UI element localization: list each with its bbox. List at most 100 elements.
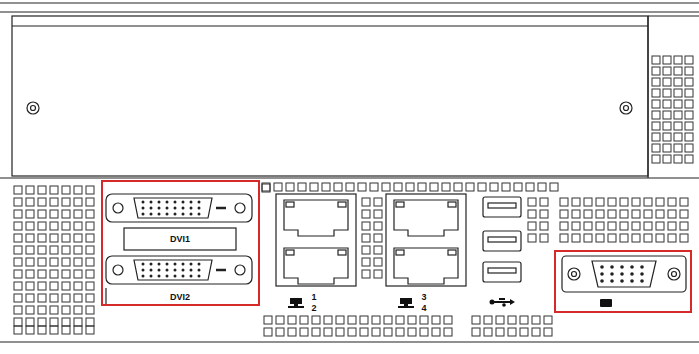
vent-hole [644,222,652,230]
vent-hole [26,270,34,278]
vent-hole [572,210,580,218]
vent-hole [14,270,22,278]
pin [620,265,624,269]
vent-hole [86,198,94,206]
vent-hole [26,210,34,218]
pin [158,269,161,272]
vent-hole [50,326,58,334]
vent-hole [540,222,548,230]
pin [190,275,193,278]
vent-hole [540,198,548,206]
pin [620,272,624,276]
vent-hole [384,328,392,336]
vent-hole [362,246,370,254]
vent-hole [362,210,370,218]
vent-hole [372,316,380,324]
pin [142,263,145,266]
vent-hole [652,56,660,64]
vent-hole [644,234,652,242]
vent-hole [14,282,22,290]
vent-hole [374,210,382,218]
vent-hole [62,258,70,266]
pin [630,272,634,276]
pin [190,207,193,210]
vent-hole [86,234,94,242]
pin [142,207,145,210]
vent-hole [674,67,682,75]
vent-hole [560,234,568,242]
vent-hole [38,246,46,254]
vent-hole [62,270,70,278]
vent-hole [472,328,480,336]
vent-hole [74,210,82,218]
vent-hole [262,183,270,191]
vent-hole [674,78,682,86]
vent-hole [632,198,640,206]
vent-hole [62,234,70,242]
highlight-box [555,251,691,312]
dvi-connector [106,194,252,222]
vent-hole [444,328,452,336]
vent-hole [596,222,604,230]
vent-hole [86,306,94,314]
vent-hole [298,183,306,191]
vent-hole [86,222,94,230]
pin [182,269,185,272]
lan-symbol [398,298,414,308]
vent-hole [418,183,426,191]
vent-hole [38,258,46,266]
lan-symbol [288,298,304,308]
vent-hole [496,328,504,336]
vent-hole [680,210,688,218]
vent-hole [668,234,676,242]
vent-hole [62,294,70,302]
vent-hole [324,328,332,336]
vent-hole [288,316,296,324]
chassis-edge [0,2,699,3]
pin [198,263,201,266]
vent-hole [680,222,688,230]
vent-hole [674,89,682,97]
vent-hole [544,316,552,324]
vent-hole [608,234,616,242]
vent-hole [532,328,540,336]
vent-hole [336,328,344,336]
chassis-edge [0,11,699,12]
vent-hole [663,56,671,64]
vent-hole [86,258,94,266]
vent-hole [644,210,652,218]
connector-pins [142,201,644,283]
vent-hole [74,306,82,314]
pin [166,275,169,278]
pin [166,269,169,272]
vent-hole [38,318,46,326]
screw [31,106,36,111]
screw [624,106,629,111]
vent-hole [674,111,682,119]
vent-hole [432,328,440,336]
vent-hole [346,183,354,191]
vent-hole [336,316,344,324]
vent-hole [656,234,664,242]
vent-hole [348,316,356,324]
label-strip [105,288,106,304]
vent-hole [454,183,462,191]
vent-hole [408,328,416,336]
port-number: 2 [310,304,317,313]
vent-hole [472,316,480,324]
vent-hole [674,155,682,163]
vent-hole [620,234,628,242]
vent-hole [50,234,58,242]
vent-hole [86,246,94,254]
vent-hole [685,78,693,86]
pin [198,213,201,216]
chassis-edge [647,16,648,178]
vent-hole [86,210,94,218]
vent-hole [540,210,548,218]
pin [158,207,161,210]
vent-hole [74,270,82,278]
vent-hole [560,198,568,206]
vent-hole [26,246,34,254]
pin [640,265,644,269]
vga-connector [562,256,686,292]
